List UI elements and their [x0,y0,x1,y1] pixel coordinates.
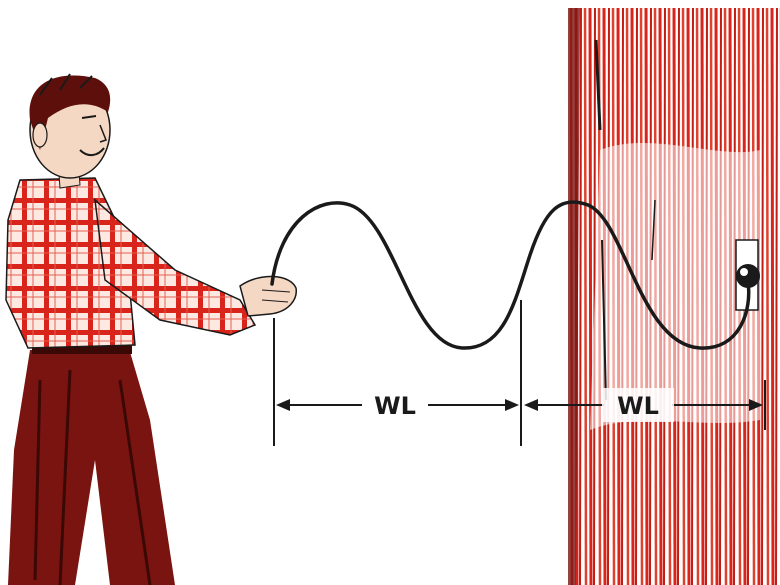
wavelength-label-2: WL [617,392,659,420]
boy-figure [6,74,296,585]
wavelength-label-1: WL [374,392,416,420]
